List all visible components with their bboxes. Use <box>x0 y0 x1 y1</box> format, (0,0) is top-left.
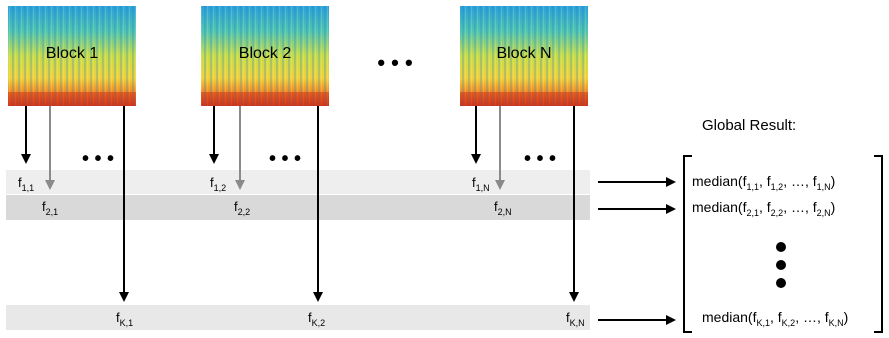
vertical-ellipsis-dot-1 <box>776 242 786 252</box>
rowK-band <box>6 305 590 330</box>
global-result-label: Global Result: <box>702 117 796 134</box>
feature-f2n: f2,N <box>494 199 512 217</box>
left-bracket <box>683 155 692 333</box>
feature-fkn: fK,N <box>566 310 585 328</box>
feature-f22: f2,2 <box>234 199 250 217</box>
block-2 <box>201 6 329 106</box>
ellipsis-row-2: • • • <box>269 148 301 170</box>
ellipsis-row-1: • • • <box>82 148 114 170</box>
block-n <box>460 6 588 106</box>
feature-f12: f1,2 <box>210 175 226 193</box>
block-2-label: Block 2 <box>239 45 292 62</box>
block-1-label: Block 1 <box>46 45 99 62</box>
feature-f21: f2,1 <box>42 199 58 217</box>
row1-band <box>6 170 590 194</box>
feature-f11: f1,1 <box>18 175 34 193</box>
block-n-label: Block N <box>496 45 551 62</box>
block-1 <box>8 6 136 106</box>
right-bracket <box>874 155 883 333</box>
vertical-ellipsis-dot-3 <box>776 278 786 288</box>
feature-fk1: fK,1 <box>116 310 133 328</box>
vertical-ellipsis-dot-2 <box>776 260 786 270</box>
feature-f1n: f1,N <box>472 175 490 193</box>
ellipsis-blocks: • • • <box>377 50 412 75</box>
row2-band <box>6 195 590 220</box>
feature-fk2: fK,2 <box>308 310 325 328</box>
result-row-2: median(f2,1, f2,2, …, f2,N) <box>692 199 835 218</box>
ellipsis-row-3: • • • <box>524 148 556 170</box>
result-row-1: median(f1,1, f1,2, …, f1,N) <box>692 173 835 192</box>
result-row-k: median(fK,1, fK,2, …, fK,N) <box>702 309 848 328</box>
